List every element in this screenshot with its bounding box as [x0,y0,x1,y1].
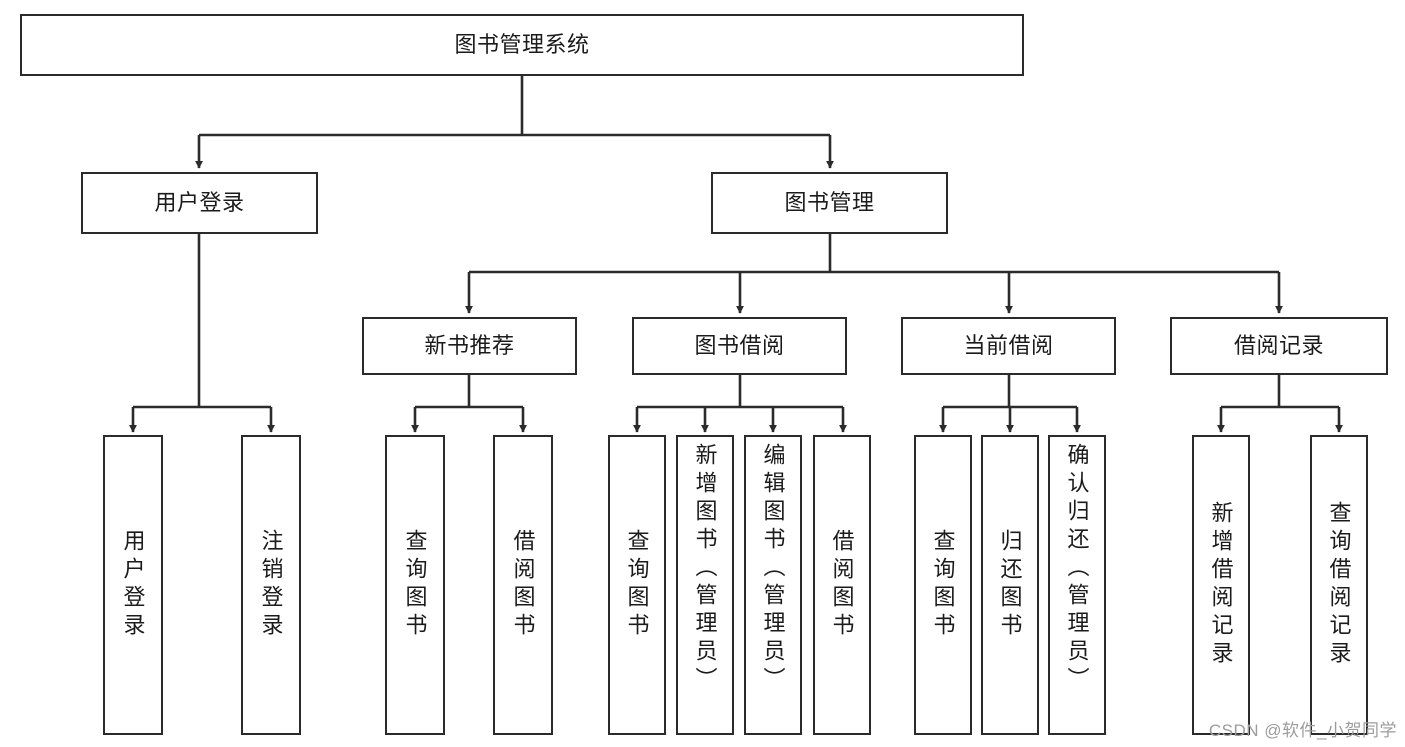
leaf-borrow-book-newbook-label: 借阅图书 [510,529,536,641]
node-borrow-records[interactable]: 借阅记录 [1170,317,1388,375]
node-book-borrow[interactable]: 图书借阅 [632,317,847,375]
node-root[interactable]: 图书管理系统 [20,14,1024,76]
leaf-query-book-current-label: 查询图书 [930,529,956,641]
node-user-login-label: 用户登录 [154,189,245,215]
leaf-borrow-book-newbook[interactable]: 借阅图书 [493,435,553,735]
leaf-user-login[interactable]: 用户登录 [103,435,163,735]
node-current-borrow[interactable]: 当前借阅 [901,317,1116,375]
node-borrow-records-label: 借阅记录 [1233,332,1324,358]
node-user-login[interactable]: 用户登录 [81,172,318,234]
leaf-borrow-book-borrow[interactable]: 借阅图书 [813,435,871,735]
leaf-add-borrow-record-label: 新增借阅记录 [1208,501,1234,669]
leaf-logout[interactable]: 注销登录 [241,435,301,735]
node-new-book-recommend-label: 新书推荐 [424,332,515,358]
leaf-borrow-book-borrow-label: 借阅图书 [829,529,855,641]
leaf-confirm-return-admin-label: 确认归还（管理员） [1064,443,1090,695]
node-book-borrow-label: 图书借阅 [694,332,785,358]
leaf-return-book-label: 归还图书 [997,529,1023,641]
leaf-query-book-current[interactable]: 查询图书 [914,435,972,735]
node-root-label: 图书管理系统 [454,31,590,57]
leaf-query-book-borrow-label: 查询图书 [624,529,650,641]
leaf-add-book-admin-label: 新增图书（管理员） [692,443,718,695]
leaf-add-book-admin[interactable]: 新增图书（管理员） [676,435,734,735]
leaf-edit-book-admin[interactable]: 编辑图书（管理员） [744,435,802,735]
leaf-query-book-newbook-label: 查询图书 [402,529,428,641]
leaf-query-book-borrow[interactable]: 查询图书 [608,435,666,735]
leaf-confirm-return-admin[interactable]: 确认归还（管理员） [1048,435,1106,735]
watermark: CSDN @软件_小贺同学 [1208,721,1397,740]
node-new-book-recommend[interactable]: 新书推荐 [362,317,577,375]
node-current-borrow-label: 当前借阅 [963,332,1054,358]
node-book-management-label: 图书管理 [784,189,875,215]
leaf-add-borrow-record[interactable]: 新增借阅记录 [1192,435,1250,735]
node-book-management[interactable]: 图书管理 [711,172,948,234]
leaf-logout-label: 注销登录 [258,529,284,641]
leaf-query-borrow-record-label: 查询借阅记录 [1326,501,1352,669]
leaf-query-book-newbook[interactable]: 查询图书 [385,435,445,735]
leaf-user-login-label: 用户登录 [120,529,146,641]
leaf-return-book[interactable]: 归还图书 [981,435,1039,735]
leaf-query-borrow-record[interactable]: 查询借阅记录 [1310,435,1368,735]
leaf-edit-book-admin-label: 编辑图书（管理员） [760,443,786,695]
